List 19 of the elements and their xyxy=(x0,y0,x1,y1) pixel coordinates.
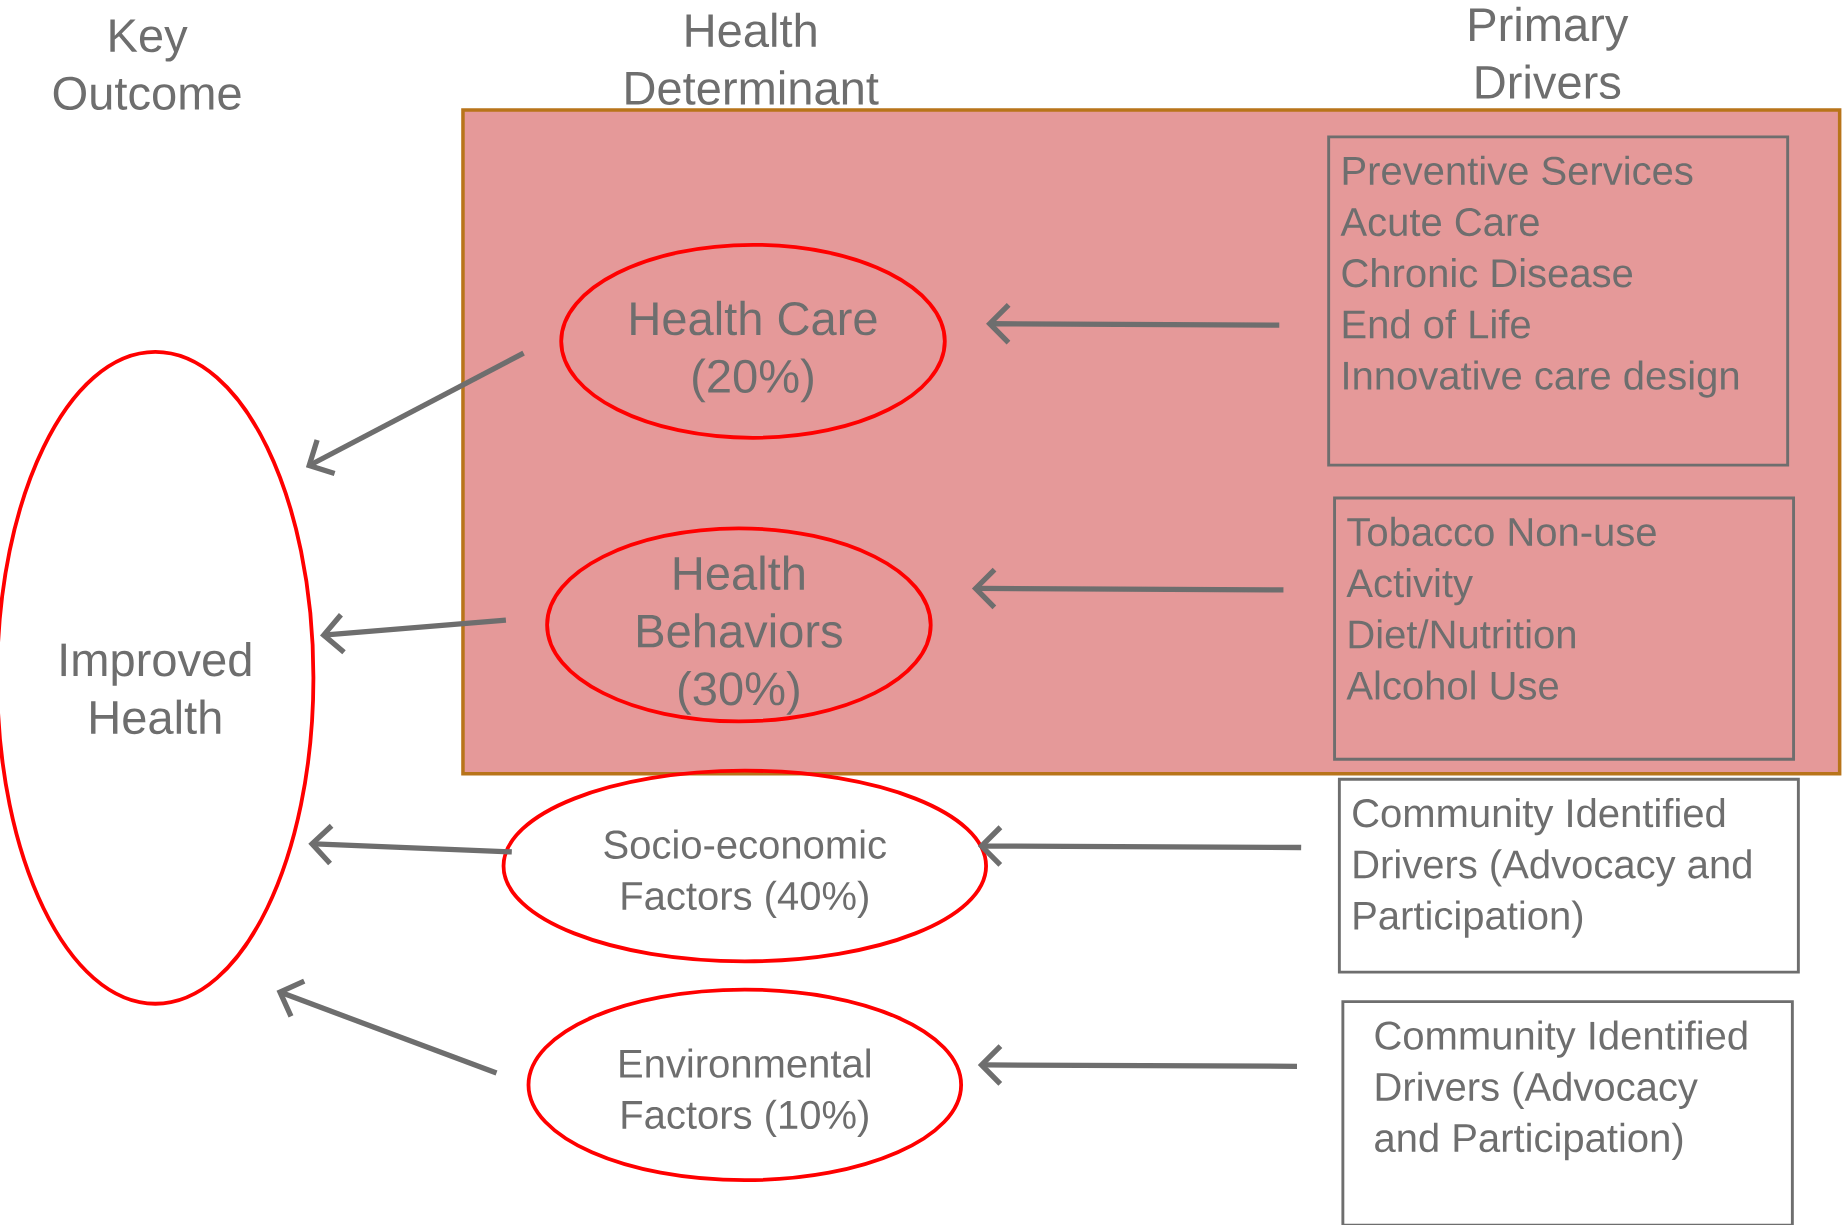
text-box: Community Identified Drivers (Advocacy and Participation) xyxy=(1337,777,1800,974)
ellipse-node: Health Behaviors (30%) xyxy=(545,526,933,724)
arrow xyxy=(986,303,1280,345)
arrow xyxy=(305,350,525,476)
text-box: Tobacco Non-use Activity Diet/Nutrition Alcohol Use xyxy=(1333,496,1795,761)
arrow xyxy=(977,1044,1297,1086)
text-box: Community Identified Drivers (Advocacy and Participation) xyxy=(1341,1000,1794,1225)
ellipse-node: Socio-economic Factors (40%) xyxy=(501,768,988,964)
arrow xyxy=(308,823,512,866)
arrow xyxy=(971,567,1284,610)
arrow xyxy=(320,613,507,655)
text-box: Preventive Services Acute Care Chronic Disease End of Life Innovative care design xyxy=(1327,135,1790,467)
column-header: Key Outcome xyxy=(53,19,241,110)
column-header: Health Determinant xyxy=(626,12,879,105)
arrow xyxy=(276,978,498,1076)
arrow xyxy=(977,825,1302,867)
ellipse-node: Environmental Factors (10%) xyxy=(526,987,963,1183)
shaded-region xyxy=(461,108,1842,776)
ellipse-node: Health Care (20%) xyxy=(559,242,947,440)
